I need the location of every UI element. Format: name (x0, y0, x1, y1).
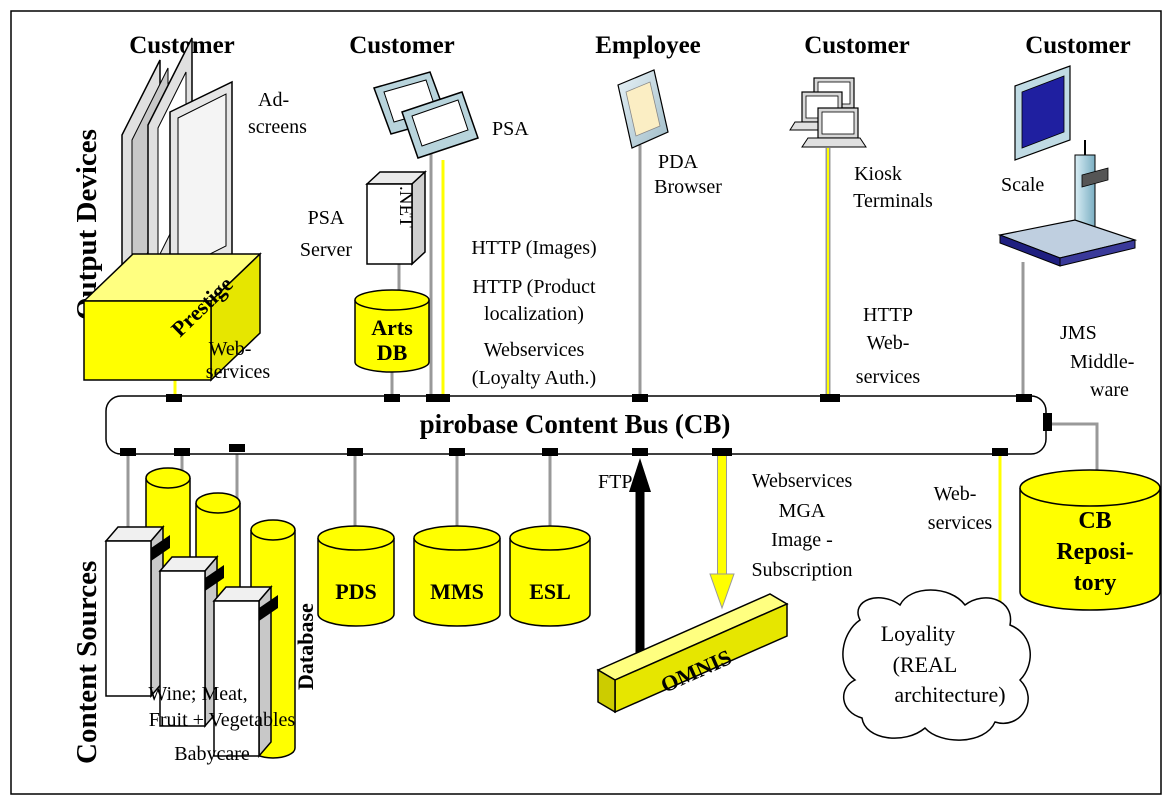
diagram-frame (10, 10, 1162, 795)
departments-label-3: Babycare (174, 743, 250, 765)
loyalty-protocol-1: Web- (934, 483, 977, 505)
omnis-box (596, 593, 789, 714)
ftp-label: FTP (598, 471, 632, 493)
loyalty-cloud (842, 589, 1031, 741)
omnis-protocol-1: Webservices (752, 470, 853, 492)
kiosk-protocol-2: Web- (867, 332, 910, 354)
scale-icon (997, 65, 1138, 267)
prestige-box (82, 252, 262, 382)
content-bus-label: pirobase Content Bus (CB) (420, 409, 731, 439)
esl-cylinder (509, 525, 591, 627)
psa-server-label-2: Server (300, 239, 353, 261)
pds-label: PDS (335, 579, 377, 604)
psa-device-icon (373, 71, 479, 159)
prestige-protocol-1: Web- (209, 338, 252, 360)
prestige-protocol-2: services (206, 361, 271, 383)
psa-server-icon (365, 170, 427, 266)
employee-heading: Employee (595, 32, 701, 59)
omnis-protocol-4: Subscription (751, 559, 852, 581)
ad-screens-label-2: screens (248, 116, 307, 138)
psa-label: PSA (492, 118, 529, 140)
content-sources-label: Content Sources (71, 561, 103, 764)
pda-icon (617, 69, 669, 149)
psa-protocol-4: Webservices (484, 339, 585, 361)
cb-repository-cylinder (1019, 469, 1161, 611)
pda-label-1: PDA (658, 151, 699, 173)
arts-db-cylinder (354, 289, 430, 373)
loyalty-protocol-2: services (928, 512, 993, 534)
arts-db-label-2: DB (377, 340, 408, 365)
kiosk-label-2: Terminals (853, 190, 933, 212)
departments-label-2: Fruit + Vegetables (149, 709, 296, 731)
kiosk-protocol-3: services (856, 366, 921, 388)
psa-protocol-5: (Loyalty Auth.) (472, 367, 596, 389)
scale-protocol-1: JMS (1060, 322, 1097, 344)
omnis-arrow (709, 456, 735, 610)
mms-label: MMS (430, 579, 484, 604)
arts-db-label-1: Arts (371, 315, 413, 340)
cb-repository-label-3: tory (1074, 570, 1117, 596)
omnis-protocol-2: MGA (779, 500, 826, 522)
department-databases (145, 467, 296, 759)
customer-heading-4: Customer (1025, 32, 1131, 59)
net-label: .NET (395, 186, 416, 228)
bus-ports (120, 394, 1052, 456)
esl-label: ESL (529, 579, 571, 604)
loyalty-label-1: Loyality (881, 621, 956, 646)
cb-repository-label-1: CB (1078, 508, 1111, 534)
loyalty-label-2: (REAL (893, 652, 958, 677)
customer-heading-2: Customer (349, 32, 455, 59)
ad-screens-icon (121, 37, 233, 298)
scale-protocol-2: Middle- (1070, 351, 1134, 373)
department-servers (104, 524, 278, 759)
psa-protocol-1: HTTP (Images) (471, 237, 596, 259)
pda-label-2: Browser (654, 176, 722, 198)
omnis-protocol-3: Image - (771, 529, 833, 551)
customer-heading-3: Customer (804, 32, 910, 59)
loyalty-label-3: architecture) (894, 682, 1005, 707)
scale-protocol-3: ware (1090, 379, 1129, 401)
customer-heading-1: Customer (129, 32, 235, 59)
departments-label-1: Wine; Meat, (148, 683, 247, 705)
psa-protocol-2: HTTP (Product (472, 276, 596, 298)
scale-label: Scale (1001, 174, 1044, 196)
ftp-arrow (629, 458, 651, 665)
cb-repository-label-2: Reposi- (1056, 539, 1133, 565)
psa-server-label-1: PSA (308, 207, 345, 229)
kiosk-label-1: Kiosk (854, 163, 902, 185)
pds-cylinder (317, 525, 395, 627)
ad-screens-label-1: Ad- (258, 89, 289, 111)
database-label: Database (293, 603, 318, 690)
kiosk-terminal-icon (789, 77, 867, 148)
psa-protocol-3: localization) (484, 303, 584, 325)
kiosk-protocol-1: HTTP (863, 304, 913, 326)
mms-cylinder (413, 525, 501, 627)
